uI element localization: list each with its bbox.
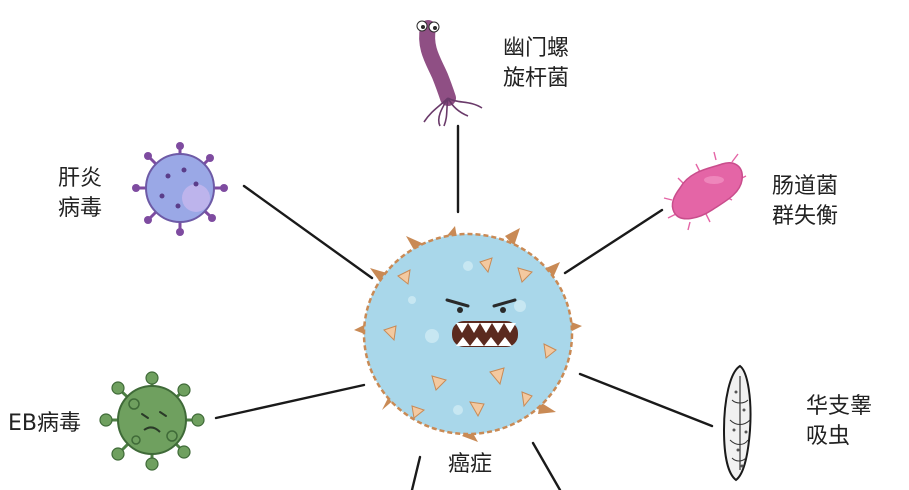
connector-liver-fluke (578, 372, 714, 428)
label-ebv: EB病毒 (8, 409, 81, 439)
connector-bottom-right (531, 441, 562, 490)
label-line: 肠道菌 (772, 174, 839, 199)
fluke-icon (722, 364, 752, 482)
virus-icon (132, 142, 228, 236)
bacillus-icon (663, 151, 747, 231)
cancer-cell-icon (354, 226, 582, 442)
label-line: 华支睾 (806, 394, 873, 419)
label-line: 旋杆菌 (503, 66, 570, 91)
label-liver-fluke: 华支睾 吸虫 (806, 392, 872, 452)
label-line: 幽门螺 (503, 36, 570, 61)
label-line: 病毒 (58, 196, 103, 221)
label-line: 群失衡 (772, 204, 839, 229)
connector-lines (214, 124, 714, 490)
connector-bottom-left (410, 455, 422, 490)
label-gut-flora: 肠道菌 群失衡 (772, 172, 838, 232)
connector-hepatitis (242, 184, 374, 280)
label-line: 肝炎 (58, 166, 103, 191)
label-h-pylori: 幽门螺 旋杆菌 (503, 34, 569, 94)
connector-ebv (214, 383, 366, 420)
label-line: EB病毒 (8, 411, 81, 436)
connector-gut-flora (563, 208, 664, 275)
bacterium-icon (416, 20, 483, 127)
label-hepatitis: 肝炎 病毒 (58, 164, 102, 224)
label-line: 吸虫 (806, 424, 851, 449)
green-virus-icon (99, 371, 205, 471)
center-label: 癌症 (448, 452, 493, 477)
